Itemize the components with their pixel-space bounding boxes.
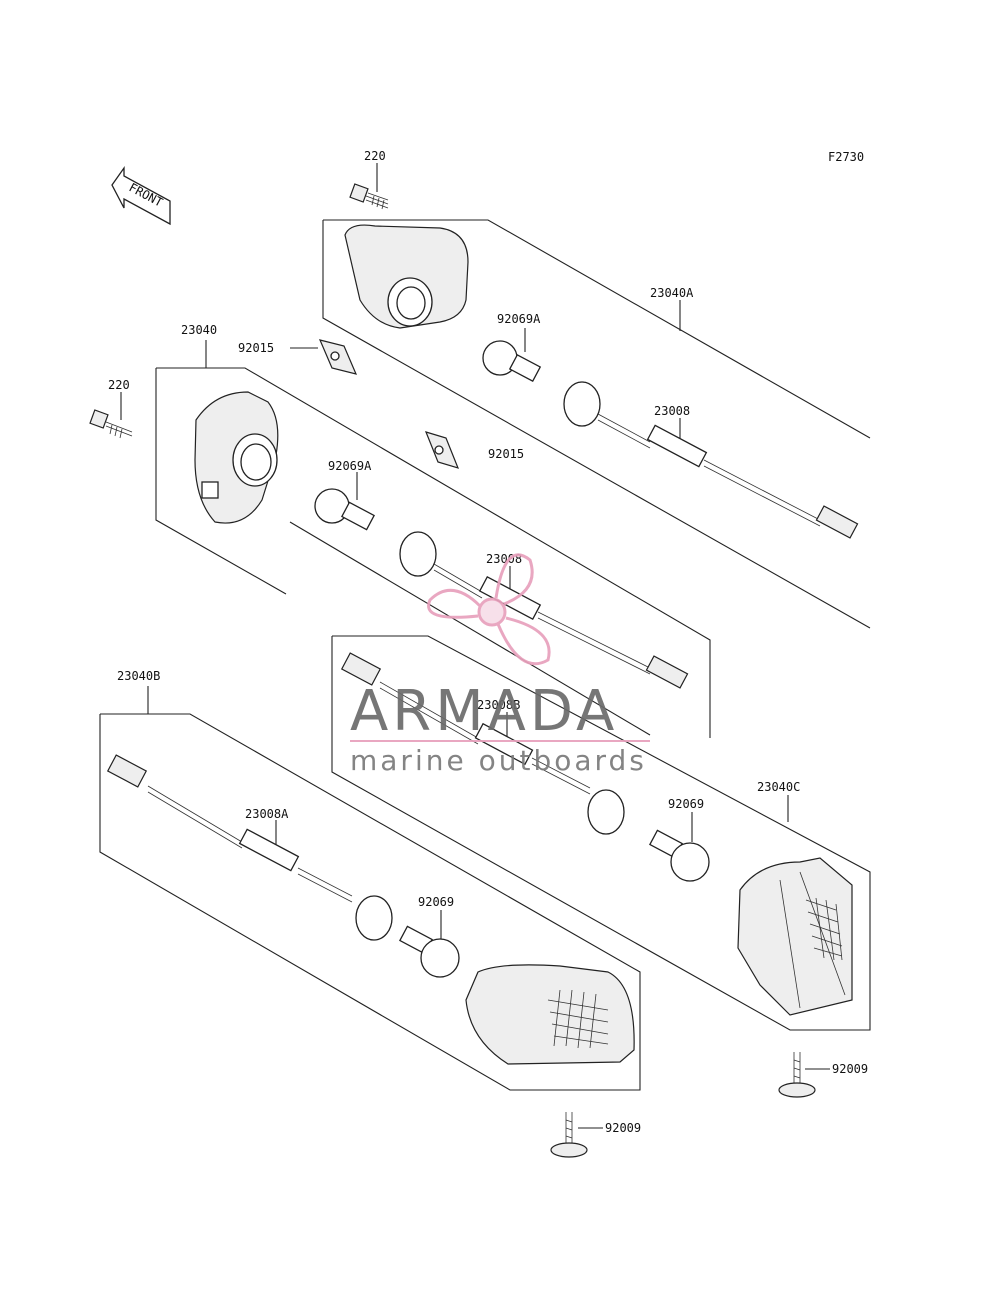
- bulb-icon: [314, 488, 375, 531]
- front-arrow-icon: FRONT: [111, 165, 171, 226]
- label-220-left: 220: [108, 378, 130, 392]
- socket-harness-icon: [563, 381, 859, 539]
- bulb-icon: [482, 340, 542, 383]
- label-23008-upper: 23008: [654, 404, 690, 418]
- figure-code: F2730: [828, 150, 864, 164]
- socket-harness-icon: [340, 652, 625, 835]
- turn-signal-lens-icon: [737, 857, 853, 1016]
- assembly-23040-outline: [155, 340, 711, 738]
- label-92015-right: 92015: [488, 447, 524, 461]
- label-23040C: 23040C: [757, 780, 800, 794]
- bulb-icon: [649, 829, 710, 882]
- label-23040A: 23040A: [650, 286, 694, 300]
- screw-icon: [349, 183, 389, 210]
- assembly-23040C-outline: [331, 635, 871, 1031]
- label-23040B: 23040B: [117, 669, 160, 683]
- screw-icon: [778, 1052, 816, 1098]
- screw-icon: [550, 1112, 588, 1158]
- label-92069A-upper: 92069A: [497, 312, 541, 326]
- lens-housing-icon: [194, 391, 279, 524]
- watermark-tagline: marine outboards: [350, 744, 647, 777]
- label-92015-left: 92015: [238, 341, 274, 355]
- socket-harness-icon: [106, 754, 393, 941]
- watermark: ARMADA marine outboards: [350, 553, 650, 777]
- label-92009-right: 92009: [832, 1062, 868, 1076]
- propeller-logo-icon: [427, 553, 551, 666]
- clip-nut-icon: [424, 431, 460, 469]
- label-23008B: 23008B: [477, 698, 520, 712]
- bulb-icon: [399, 925, 460, 978]
- screw-icon: [89, 409, 133, 439]
- label-92009-bottom: 92009: [605, 1121, 641, 1135]
- socket-harness-icon: [399, 531, 689, 689]
- label-220-top: 220: [364, 149, 386, 163]
- clip-nut-icon: [318, 339, 358, 375]
- turn-signal-lens-icon: [465, 964, 635, 1065]
- watermark-brand: ARMADA: [350, 679, 618, 744]
- label-92069A-middle: 92069A: [328, 459, 372, 473]
- label-23008A: 23008A: [245, 807, 289, 821]
- label-23040: 23040: [181, 323, 217, 337]
- lens-housing-icon: [344, 224, 469, 329]
- assembly-23040A-outline: [322, 219, 871, 629]
- label-92069-left: 92069: [418, 895, 454, 909]
- label-92069-right: 92069: [668, 797, 704, 811]
- assembly-23040B-outline: [99, 686, 641, 1091]
